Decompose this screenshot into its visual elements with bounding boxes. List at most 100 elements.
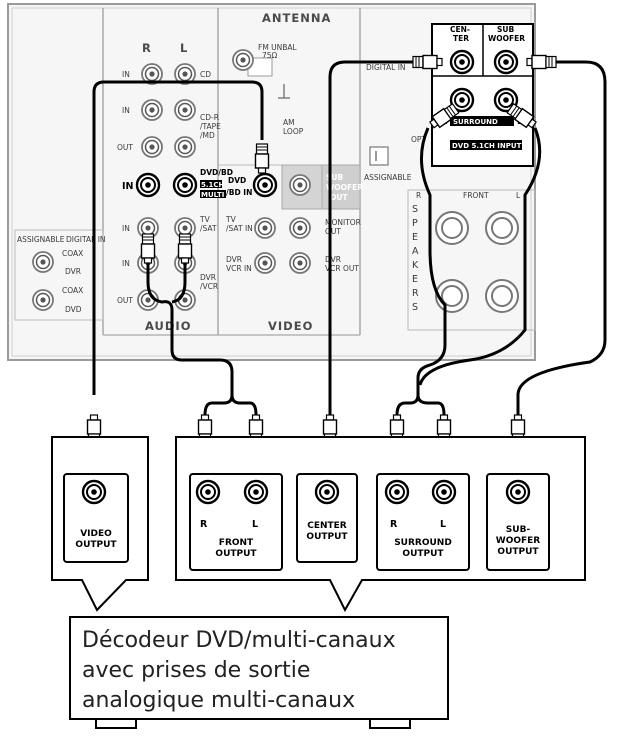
optical-logo-icon [369,146,389,166]
coax-dvd-jack [32,289,54,311]
audio-col-l: L [180,41,188,55]
vcr-label: /VCR [200,282,218,291]
multi-ch-badge-bg [200,190,226,198]
front-split-l [230,394,258,416]
coax-1-label: COAX [62,249,83,258]
svg-text:P: P [412,218,418,229]
dvd-51ch-badge: 5.1CH [201,181,225,189]
decoder-foot-right [369,718,411,729]
subwoofer-out-label-3: OUT [330,193,348,202]
svg-text:S: S [412,204,418,215]
video-output-box [63,473,129,563]
md-label: /MD [200,131,215,140]
tv-sat-in-label-2: /SAT IN [226,224,253,233]
surround-output-label-2: OUTPUT [402,549,444,559]
center-output-jack [314,479,340,505]
digital-in-left-label: DIGITAL IN [66,235,106,244]
video-output-label-1: VIDEO [80,529,112,539]
multi-ch-subwoofer-jack [493,49,519,75]
tv-sat-in-label: TV [225,215,237,224]
sub-woofer-label: SUB [497,25,514,34]
am-loop-label: AM [283,118,295,127]
audio-col-r: R [142,41,152,55]
svg-text:E: E [412,232,418,243]
dvr-out-label-left: OUT [117,296,133,305]
coax-dvr-label: DVR [65,267,81,276]
surround-r-output-jack [384,479,410,505]
front-l-label: L [516,191,521,200]
decoder-panels [51,436,586,613]
coax-dvr-jack [32,251,54,273]
dvd-51ch-input-badge-bg [450,140,522,150]
audio-l-plug-receiver [177,233,193,264]
dvd-bd-label: DVD/BD [200,168,233,177]
svg-text:R: R [412,288,419,299]
center-plug-receiver [412,54,443,70]
dvr-vcr-in-label: DVR [226,255,242,264]
video-panel-outline [51,436,149,612]
dvd-bd-in-label: DVD [228,176,246,185]
vcr-out-label: VCR OUT [325,264,359,273]
center-label-2: TER [453,34,469,43]
surround-cable-r [395,127,447,416]
center-output-label-2: OUTPUT [306,532,348,542]
center-output-label-1: CENTER [307,521,347,531]
sub-woofer-label-2: WOOFER [488,34,525,43]
tape-label: /TAPE [200,122,221,131]
digital-in-top-label: DIGITAL IN [366,63,406,72]
cd-in-label: IN [122,70,130,79]
subwoofer-cable [516,60,607,420]
video-tv-in-jack [254,217,276,239]
center-label: CEN- [450,25,470,34]
speakers-vertical-label: S P E A K E R S [412,204,419,313]
front-r-label: R [200,519,208,530]
front-label: FRONT [463,191,489,200]
svg-text:K: K [412,260,419,271]
svg-text:E: E [412,274,418,285]
audio-r-plug-receiver [140,233,156,264]
tv-label: TV [199,215,211,224]
dvd-bd-in-label-2: /BD IN [226,188,252,197]
coax-dvd-label: DVD [65,305,82,314]
dvd-in-label: IN [122,181,134,192]
dvr-vcr-in-label-2: VCR IN [226,264,252,273]
video-plug-receiver [254,143,270,174]
cables [92,60,607,420]
coax-2-label: COAX [62,286,83,295]
video-extra-jack [289,174,311,196]
video-dvr-out-jack [289,252,311,274]
video-monitor-out-jack [289,217,311,239]
dvd-51ch-badge-bg [200,180,222,188]
svg-text:A: A [412,246,419,257]
tv-in-label: IN [122,224,130,233]
front-audio-cable-l [171,262,187,304]
front-audio-cable-r [146,262,234,416]
front-r-label: R [416,191,421,200]
video-section-label: VIDEO [268,319,313,333]
decoder-foot-left [95,718,137,729]
subwoofer-output-label-2: WOOFER [496,536,541,546]
dvr-label: DVR [200,273,216,282]
fm-ohm-label: 75Ω [262,51,278,60]
surround-l-label: L [440,519,446,530]
assignable-left-label: ASSIGNABLE [17,235,65,244]
assignable-right-label: ASSIGNABLE [364,173,412,182]
cdr-in-label: IN [122,106,130,115]
surround-r-label: R [390,519,398,530]
video-cable [92,80,264,395]
decoder-caption-line-3: analogique multi-canaux [82,688,355,713]
decoder-caption-line-2: avec prises de sortie [82,658,310,683]
subwoofer-output-label-3: OUTPUT [497,547,539,557]
sat-label: /SAT [200,224,217,233]
audio-section-label: AUDIO [145,319,192,333]
subwoofer-output-box [486,473,550,571]
center-output-box [296,473,358,563]
video-dvd-in-jack [252,172,278,198]
front-l-output-jack [243,479,269,505]
front-l-label: L [252,519,258,530]
dvr-out-label: DVR [325,255,341,264]
front-output-label-1: FRONT [219,538,254,548]
decoder-labels: VIDEO OUTPUT R L FRONT OUTPUT CENTER OUT… [75,519,540,559]
front-output-label-2: OUTPUT [215,549,257,559]
